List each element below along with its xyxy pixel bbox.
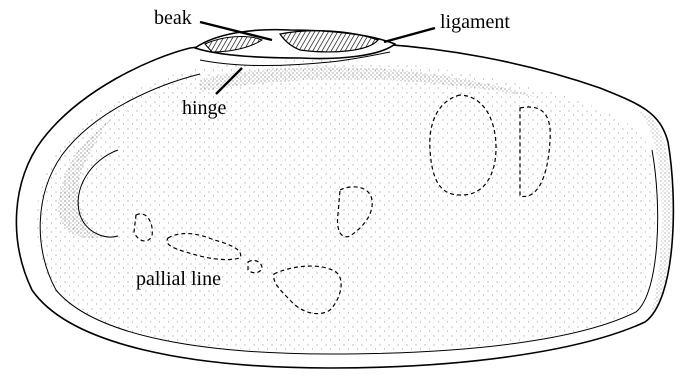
shell-interior-stipple bbox=[36, 60, 655, 352]
ligament-label: ligament bbox=[440, 11, 510, 33]
beak-label: beak bbox=[154, 7, 192, 29]
ligament-pointer bbox=[384, 28, 435, 42]
hinge-label: hinge bbox=[182, 97, 227, 119]
pallial-line-label: pallial line bbox=[136, 268, 221, 290]
